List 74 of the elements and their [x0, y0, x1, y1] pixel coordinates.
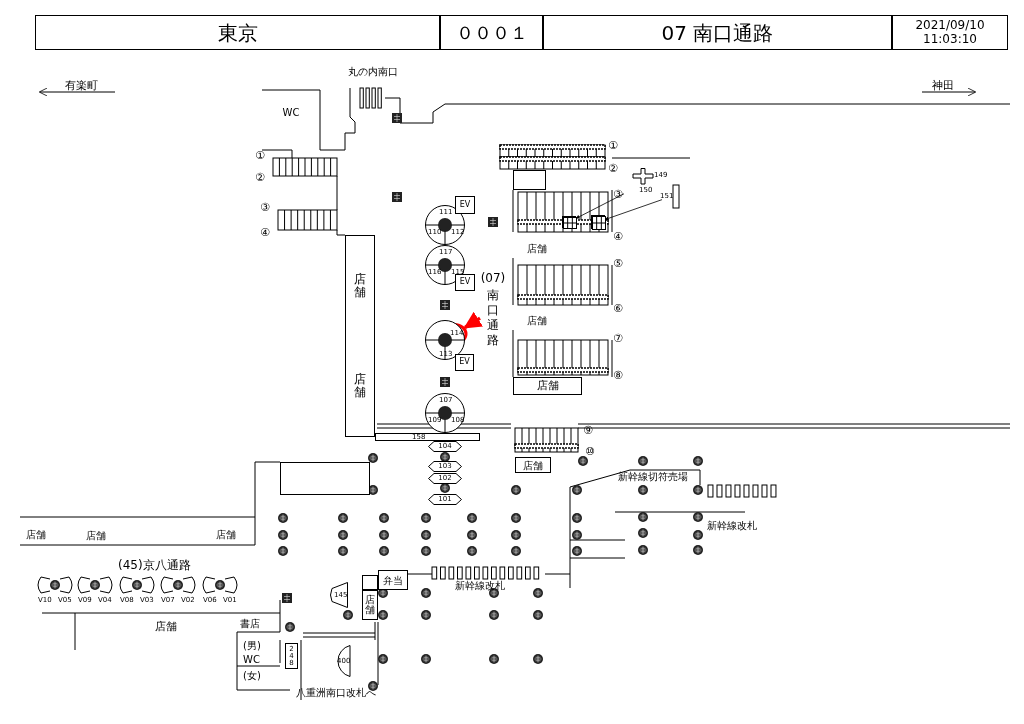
room-box [378, 570, 408, 590]
shop-box [345, 235, 375, 437]
plan-label: ② [255, 172, 265, 183]
room-label: WC [282, 107, 300, 118]
exit-sign [428, 473, 462, 484]
room-label: 弁当 [383, 574, 403, 586]
room-label: 店舗 [354, 372, 366, 400]
plan-label: 店舗 [527, 316, 547, 326]
header-cell [35, 15, 440, 50]
room-box [455, 196, 475, 214]
plan-label: 新幹線改札 [455, 581, 505, 591]
room-label: EV [459, 358, 470, 367]
room-label: EV [459, 278, 471, 287]
plan-label: 書店 [240, 619, 260, 629]
exit-sign [331, 582, 348, 608]
plan-label: 有楽町 [65, 80, 98, 91]
plan-label: ⑥ [613, 303, 623, 314]
plan-label: ① [608, 140, 618, 151]
header-text: ０００１ [455, 22, 528, 43]
header-cell [892, 15, 1008, 50]
header-cell [543, 15, 892, 50]
sign-marker [562, 216, 576, 228]
plan-label: 店舗 [155, 621, 177, 632]
plan-label: ④ [613, 231, 623, 242]
exit-sign [428, 494, 462, 505]
header-text: 07 南口通路 [661, 21, 774, 44]
plan-label: 新幹線切符売場 [618, 472, 688, 482]
plan-label: (女) [243, 671, 261, 681]
stair-circle [425, 205, 465, 245]
plan-label: ② [608, 163, 618, 174]
exit-sign [428, 461, 462, 472]
plan-label: 店舗 [216, 530, 236, 540]
plan-label: 八重洲南口改札へ [296, 688, 376, 698]
plan-label: ⑨ [583, 425, 593, 436]
plan-label: (45)京八通路 [118, 559, 191, 571]
plan-label: (男) [243, 641, 261, 651]
room-box [362, 575, 378, 590]
plan-label: 神田 [932, 80, 954, 91]
plan-label: 店舗 [26, 530, 46, 540]
room-box [513, 170, 546, 190]
plan-label: 店舗 [527, 244, 547, 254]
room-box [455, 354, 474, 371]
plan-label: ① [255, 150, 265, 161]
sign-board [662, 184, 680, 209]
plan-label: 丸の内南口 [348, 67, 398, 77]
plan-label: ③ [613, 189, 623, 200]
arrow [463, 311, 483, 329]
header-text: 11:03:10 [923, 32, 977, 46]
plan-label: ⑩ [585, 446, 595, 457]
plan-label: ④ [260, 227, 270, 238]
plan-label: WC [243, 655, 260, 665]
header-cell [440, 15, 543, 50]
room-label: 店舗 [536, 379, 559, 393]
room-box [362, 590, 378, 620]
room-label: 店舗 [523, 459, 543, 471]
stair-circle [425, 393, 465, 433]
plan-label: ③ [260, 202, 270, 213]
plan-label: ⑦ [613, 333, 623, 344]
plan-label: ⑧ [613, 370, 623, 381]
plan-label: 新幹線改札 [707, 521, 757, 531]
room-box [455, 274, 475, 291]
room-label: 店舗 [354, 272, 366, 300]
plan-label: ⑤ [613, 258, 623, 269]
plan-label: 店舗 [86, 531, 106, 541]
room-box [280, 462, 370, 495]
sign-marker [591, 215, 605, 229]
room-label: EV [459, 200, 471, 210]
room-label: 店舗 [365, 595, 375, 615]
header-text: 東京 [217, 21, 258, 44]
room-box [515, 457, 551, 473]
room-box [513, 377, 582, 395]
passage-label: 南口通路 [487, 288, 499, 349]
passage-label: (07) [480, 272, 506, 286]
header-text: 2021/09/10 [915, 19, 985, 33]
